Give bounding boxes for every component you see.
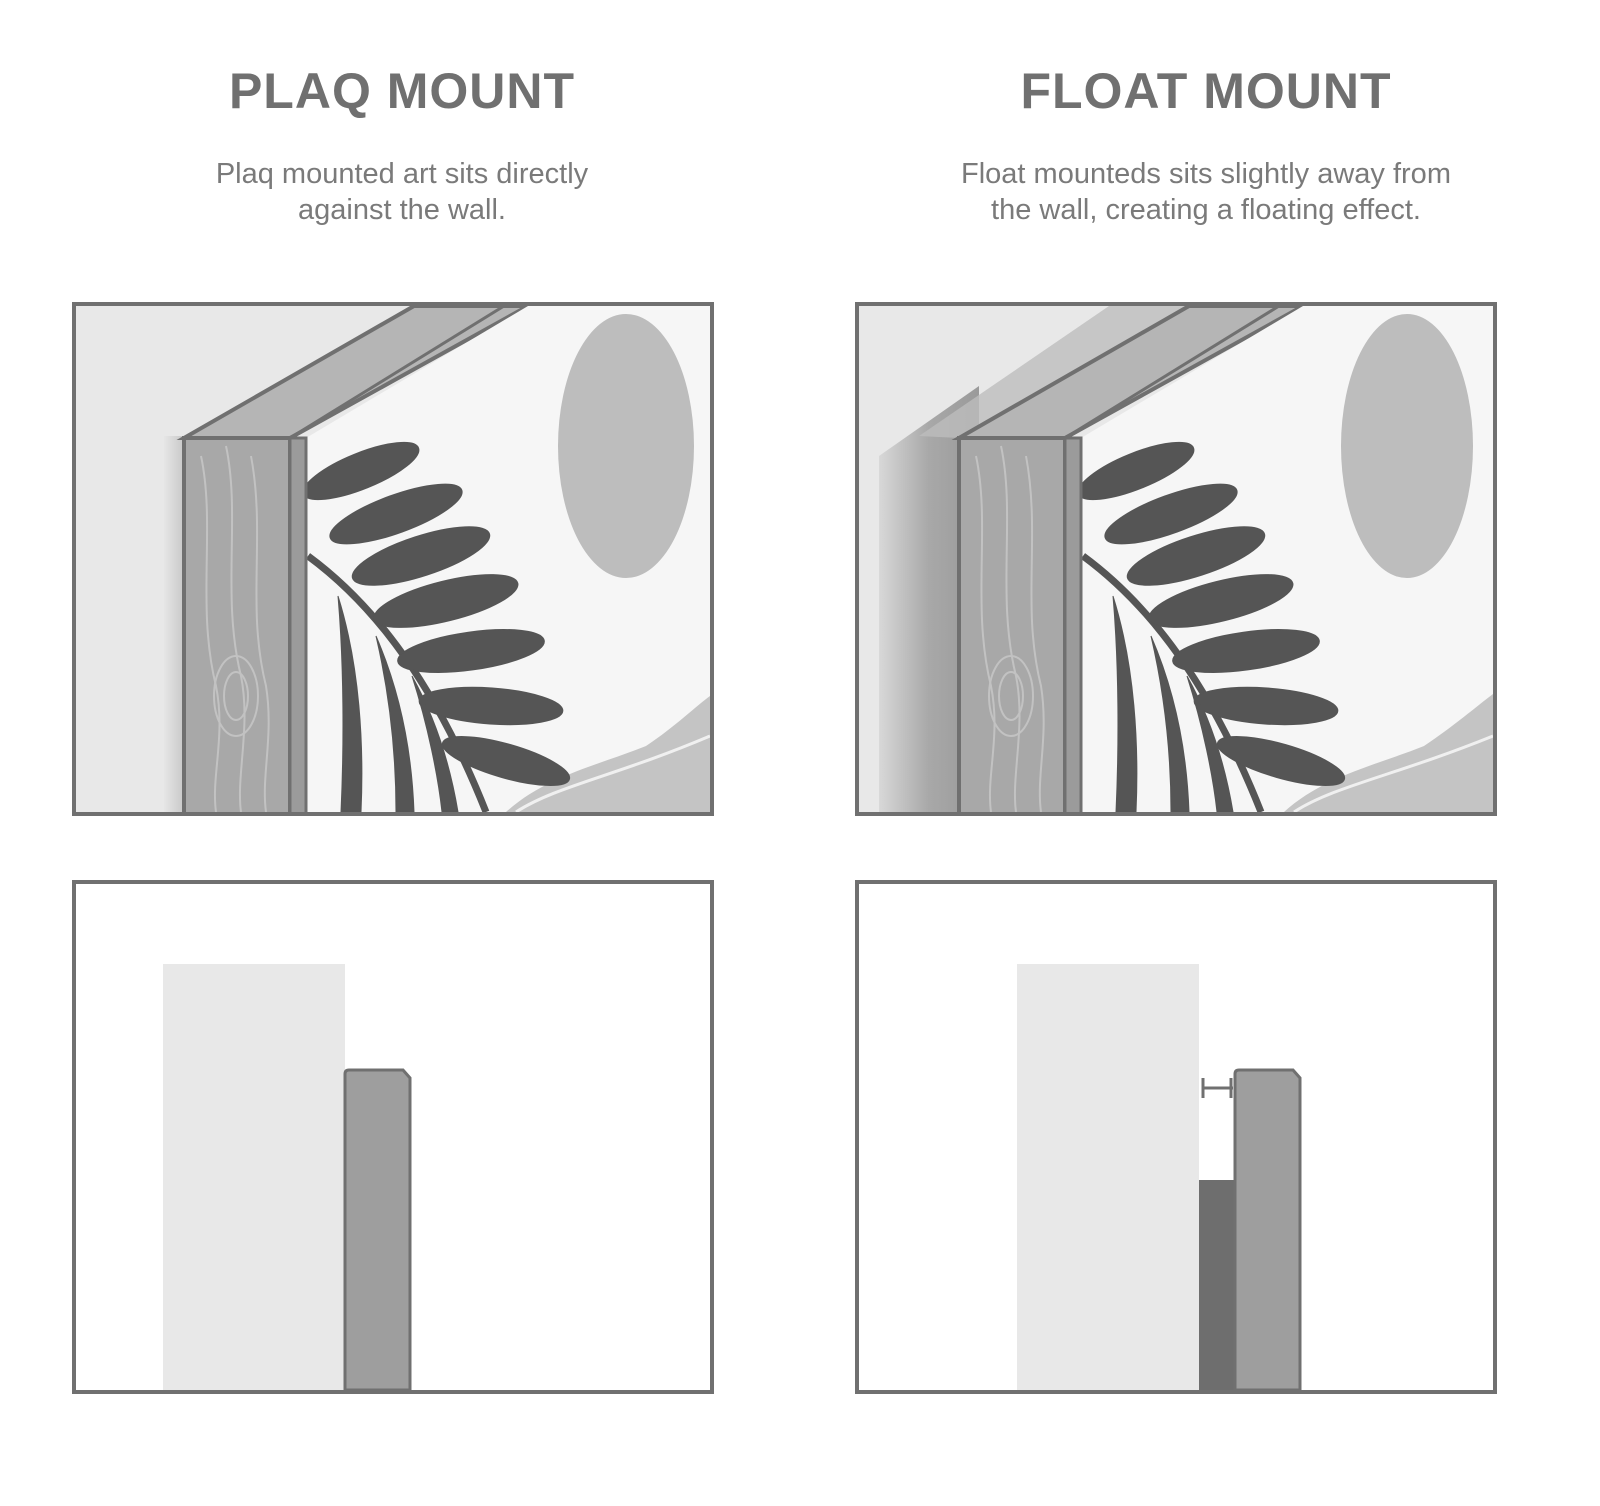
frame-side-wood — [957, 436, 1067, 812]
artwork-circle — [1341, 314, 1473, 578]
plaq-mount-description: Plaq mounted art sits directly against t… — [22, 156, 782, 228]
artwork-palm-frond — [1077, 441, 1346, 812]
float-mount-cross-section — [1017, 964, 1302, 1390]
float-mount-title: FLOAT MOUNT — [1020, 63, 1392, 119]
frame-edge — [1063, 436, 1083, 812]
wall-shadow — [164, 436, 184, 812]
artwork-palm-frond — [302, 441, 571, 812]
frame-side-wood — [182, 436, 292, 812]
plaq-mount-description-line2: against the wall. — [298, 194, 506, 226]
float-mount-description-line2: the wall, creating a floating effect. — [991, 194, 1421, 226]
panel-section — [343, 1068, 412, 1390]
gap-dimension-marker — [1201, 1078, 1233, 1098]
plaq-mount-perspective-illustration — [76, 306, 710, 812]
float-mount-description: Float mounteds sits slightly away from t… — [826, 156, 1586, 228]
plaq-mount-cross-section — [163, 964, 412, 1390]
float-mount-cross-section-panel — [855, 880, 1497, 1394]
mounting-bracket — [1199, 1180, 1235, 1390]
panel-section — [1233, 1068, 1302, 1390]
float-mount-perspective-illustration — [859, 306, 1493, 812]
frame-edge — [288, 436, 308, 812]
artwork-circle — [558, 314, 694, 578]
wall-shadow — [879, 386, 979, 812]
wall-section — [163, 964, 345, 1390]
wall-section — [1017, 964, 1199, 1390]
float-mount-perspective-panel — [855, 302, 1497, 816]
plaq-mount-perspective-panel — [72, 302, 714, 816]
plaq-mount-cross-section-panel — [72, 880, 714, 1394]
plaq-mount-title: PLAQ MOUNT — [228, 63, 576, 119]
float-mount-description-line1: Float mounteds sits slightly away from — [961, 158, 1451, 190]
plaq-mount-description-line1: Plaq mounted art sits directly — [215, 158, 589, 190]
